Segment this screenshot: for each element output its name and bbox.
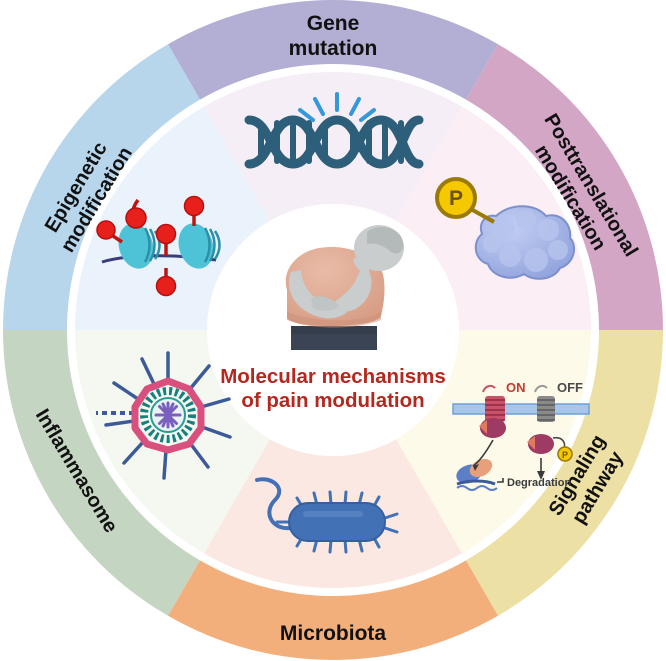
band-signaling-pathway[interactable]	[466, 330, 663, 616]
inner-gene-mutation	[204, 72, 462, 221]
bacterium-body	[288, 502, 386, 542]
receptor-off	[534, 384, 555, 422]
band-gene-mutation[interactable]	[168, 0, 498, 100]
label-microbiota-line1: Microbiota	[280, 622, 386, 645]
phosphate-label: P	[449, 187, 463, 210]
signaling-degradation-label: Degradation	[507, 477, 571, 489]
center-title-line2: of pain modulation	[241, 389, 424, 412]
membrane	[452, 403, 590, 415]
inflammasome-spokes	[104, 351, 232, 480]
inner-inflammasome	[75, 330, 270, 554]
methyl-groups	[96, 195, 205, 297]
dna-double-helix-mutation-icon	[244, 92, 424, 169]
phosphate-group-icon	[435, 177, 477, 219]
label-gene-mutation-line2: mutation	[289, 37, 378, 60]
nucleosome-right	[178, 223, 221, 269]
svg-text:P: P	[562, 450, 568, 460]
mutation-spark-icon	[298, 92, 376, 122]
inflammasome-teal-ring	[140, 387, 196, 443]
center-title: Molecular mechanisms of pain modulation	[220, 365, 446, 412]
phosphorylated-protein-icon: P	[435, 177, 576, 280]
flagellated-bacterium-icon	[255, 477, 399, 554]
center-title-line1: Molecular mechanisms	[220, 365, 446, 388]
histone-methylation-icon	[96, 195, 221, 297]
receptor-signaling-icon: P ON OFF Degradation	[452, 380, 590, 491]
band-posttranslational-modification[interactable]	[466, 44, 663, 330]
inner-epigenetic-modification	[75, 106, 270, 330]
band-microbiota[interactable]	[168, 560, 498, 660]
inflammasome-outer-ring	[131, 377, 205, 454]
label-gene-mutation: Gene mutation	[289, 12, 378, 60]
label-microbiota: Microbiota	[280, 622, 386, 645]
receptor-on	[479, 384, 506, 438]
person-in-pain-icon	[285, 225, 404, 350]
label-gene-mutation-line1: Gene	[307, 12, 360, 35]
free-ligand-complex: P	[527, 434, 573, 462]
flagellum	[255, 477, 293, 531]
protein-blob	[474, 205, 576, 280]
inflammasome-complex-icon	[96, 351, 232, 480]
band-inflammasome[interactable]	[3, 330, 200, 616]
outer-band-group	[3, 0, 663, 660]
signaling-on-label: ON	[506, 380, 526, 395]
band-epigenetic-modification[interactable]	[3, 44, 200, 330]
signaling-off-label: OFF	[557, 380, 583, 395]
